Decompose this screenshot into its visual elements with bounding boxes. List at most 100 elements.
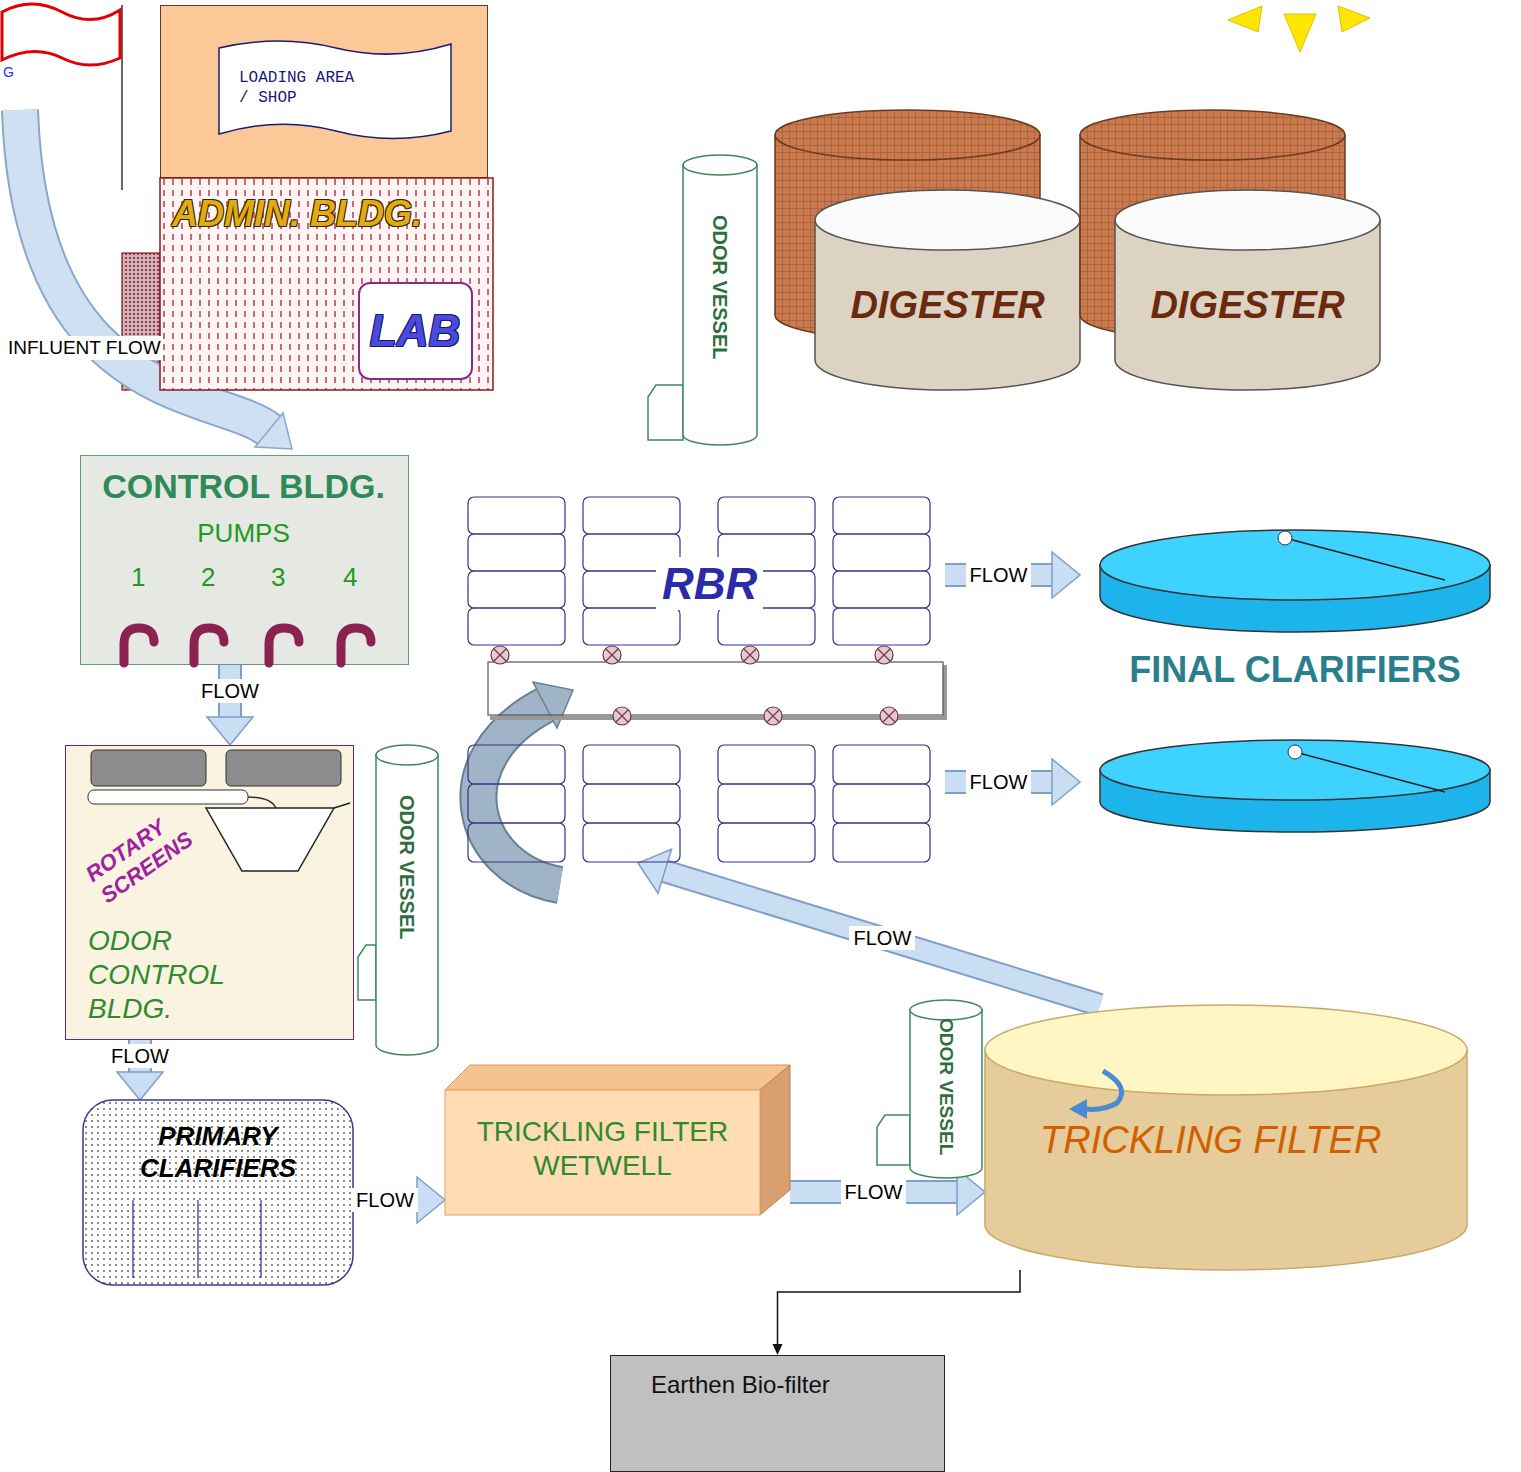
tank-label: DIGESTER [815,282,1080,328]
reactor-cell [468,784,565,823]
flow-ribbon [638,849,1100,1005]
wetwell-front [445,1090,760,1215]
channel-shadow [490,665,945,718]
reactor-cell [833,497,930,534]
vessel-cylinder-body [683,165,757,445]
pump-number: 3 [271,562,285,593]
flow-label: FLOW [966,563,1032,587]
reactor-cell [718,745,815,784]
odor-vessel: ODOR VESSEL [877,1000,985,1178]
flow-ribbon [945,552,1080,598]
rbr-basin: RBR [468,497,945,863]
bio-filter-box: Earthen Bio-filter [610,1355,945,1472]
vessel-label: ODOR VESSEL [395,795,419,939]
reactor-cell [833,571,930,608]
clarifier-disc-top [1100,530,1490,600]
valve-symbol [875,646,893,664]
wetwell-box: TRICKLING FILTER WETWELL [445,1065,790,1215]
process-label: FINAL CLARIFIERS [1080,648,1510,691]
clarifier-hub [1278,531,1292,545]
odor-control-building: ROTARY SCREENSODOR CONTROL BLDG. [65,745,354,1040]
vessel-cylinder-top [910,1000,982,1020]
trough-spout [334,803,350,808]
flow-ribbon [207,665,253,745]
vessel-tab [648,385,683,440]
ribbon-outline [218,665,242,717]
vessel-tab [358,945,376,1000]
screen-chute [248,797,276,808]
tank-label: DIGESTER [1115,282,1380,328]
pump-symbol [124,628,154,663]
clarifier-hub [1288,745,1302,759]
valve-symbol [878,649,890,661]
odor-vessel: ODOR VESSEL [648,155,757,445]
node-shape [648,155,757,445]
pump-symbol [341,628,371,663]
reactor-cell [468,823,565,862]
ribbon-outline [945,770,1052,794]
building-name: ADMIN. BLDG. [172,192,422,235]
arrowhead [207,717,253,745]
reactor-cell [833,534,930,571]
vessel-tab [877,1115,910,1165]
trickling-filter: TRICKLING FILTER [985,1005,1467,1270]
sun-ray [1338,6,1370,32]
pump-number: 2 [201,562,215,593]
clarifier-arm [1285,538,1445,580]
pump-symbol [269,628,299,663]
reactor-cell [833,823,930,862]
reactor-cell [718,784,815,823]
recirculation-curl [1085,1071,1122,1109]
connector-line [778,1270,1021,1344]
valve-symbol [883,710,895,722]
flow-ribbon [945,759,1080,805]
reactor-cell [833,784,930,823]
ribbon-body [945,565,1052,585]
equipment-label: PUMPS [81,518,406,549]
ribbon-body [220,665,240,717]
banner-shape [219,41,451,139]
flow-label: INFLUENT FLOW [6,336,163,360]
filter-tank-top [985,1005,1467,1095]
ribbon-body [353,1190,417,1210]
pump-symbol [194,628,224,663]
reactor-cell [718,608,815,645]
flow-label: FLOW [197,679,263,703]
node-shape [775,110,1080,392]
odor-vessel: ODOR VESSEL [358,745,440,1055]
primary-clarifiers: PRIMARY CLARIFIERS [83,1100,353,1285]
arrowhead [1052,552,1080,598]
screen-symbol [91,750,206,786]
valve-symbol [767,710,779,722]
reactor-cell [833,745,930,784]
process-label: PRIMARY CLARIFIERS [103,1120,333,1184]
reactor-cell [718,823,815,862]
building-name: CONTROL BLDG. [81,466,406,507]
vessel-label: ODOR VESSEL [934,1018,958,1155]
reactor-cell [468,497,565,534]
recirculation-curl-head [1069,1099,1087,1119]
process-label: Earthen Bio-filter [651,1370,830,1399]
valve-symbol [744,649,756,661]
reactor-cell [583,497,680,534]
ribbon-outline [353,1188,417,1212]
node-shape [877,1000,985,1178]
digester-front-top [815,190,1080,250]
flow-label: FLOW [841,1180,907,1204]
vessel-label: ODOR VESSEL [708,215,732,359]
flow-label: FLOW [849,926,915,950]
reactor-cell [833,608,930,645]
admin-building: ADMIN. BLDG.LAB [160,178,493,390]
node-shape [1080,110,1380,392]
arrowhead [1052,759,1080,805]
clarifier-disc-top [1100,740,1490,800]
valve-symbol [616,710,628,722]
clarifier-arm [1295,752,1445,792]
flow-label: FLOW [107,1044,173,1068]
process-label: TRICKLING FILTER WETWELL [445,1115,760,1183]
valve-symbol [494,649,506,661]
valve-symbol [603,646,621,664]
banner-text: LOADING AREA / SHOP [239,68,369,108]
clarifier-basin [83,1100,353,1285]
valve-symbol [880,707,898,725]
